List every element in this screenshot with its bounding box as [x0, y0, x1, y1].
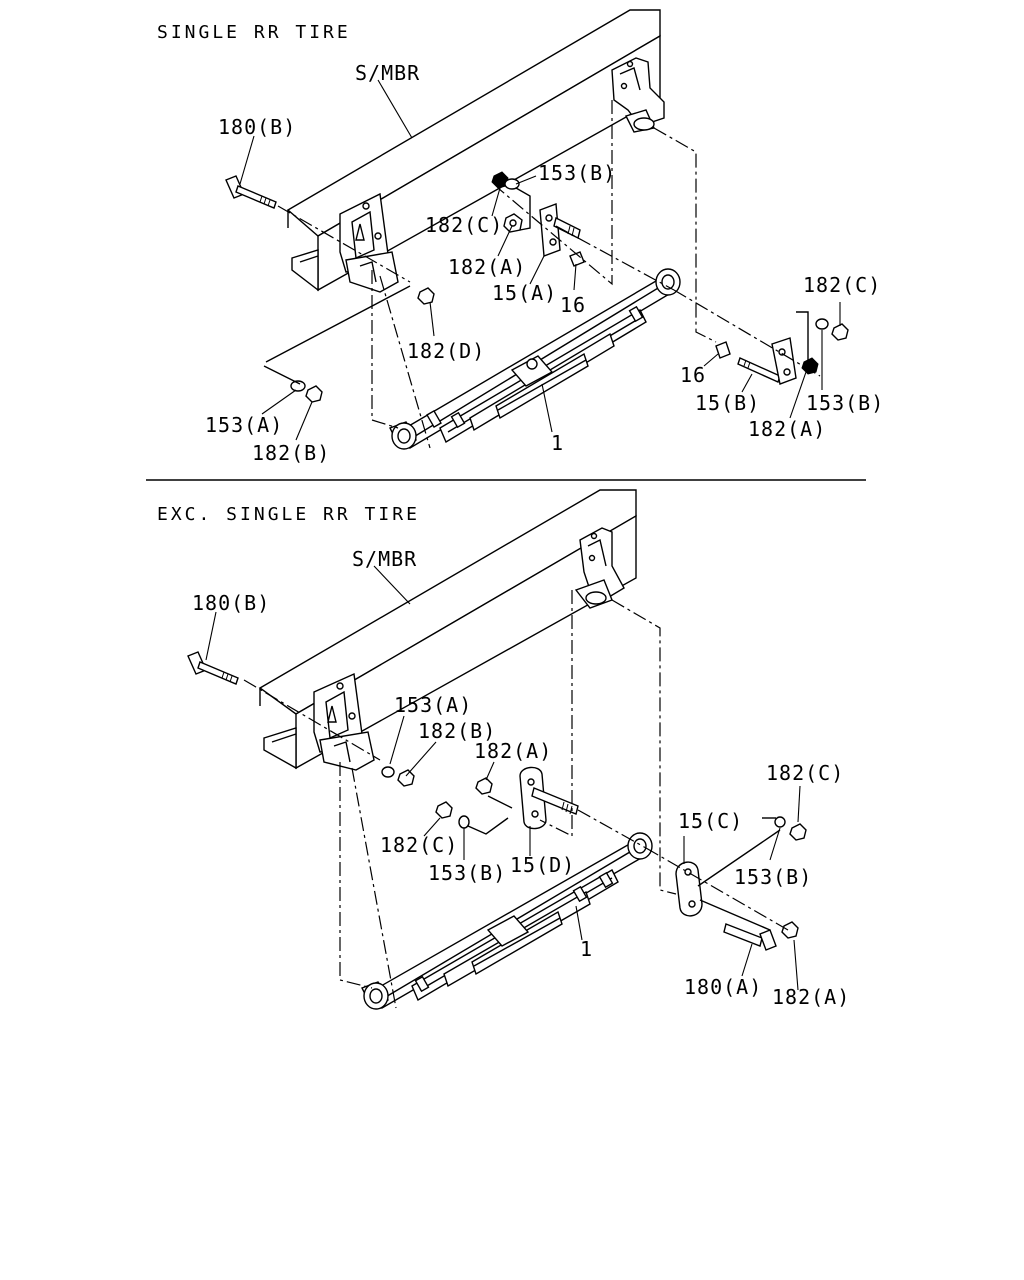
- leaf-spring: [389, 268, 681, 450]
- label-153b-top: 153(B): [538, 161, 616, 185]
- label-182b: 182(B): [252, 441, 330, 465]
- label-182c-left: 182(C): [380, 833, 458, 857]
- label-15d: 15(D): [510, 853, 575, 877]
- side-member: [286, 9, 661, 292]
- nut-182a-top: [503, 213, 523, 233]
- label-180b: 180(B): [192, 591, 270, 615]
- washer-153b-left: [458, 815, 470, 829]
- bolt-180a: [723, 923, 777, 951]
- bolt-180b: [187, 651, 239, 685]
- nut-182a-right: [781, 921, 799, 939]
- label-182c-left: 182(C): [425, 213, 503, 237]
- label-182a-left: 182(A): [448, 255, 526, 279]
- label-15b: 15(B): [695, 391, 760, 415]
- section-single-rr-tire: SINGLE RR TIRE: [157, 9, 884, 465]
- label-153b-right: 153(B): [806, 391, 884, 415]
- alignment-lines: [243, 590, 789, 1009]
- label-180b: 180(B): [218, 115, 296, 139]
- nut-182b: [305, 385, 323, 403]
- label-182a-left: 182(A): [474, 739, 552, 763]
- washer-153b-right: [774, 816, 786, 828]
- washer-153b-right: [815, 318, 829, 330]
- nut-182a-right: [801, 357, 819, 375]
- pin-16-right: [715, 341, 731, 359]
- shackle-15a: [539, 203, 581, 257]
- bolt-180b: [225, 175, 277, 209]
- front-hanger-bracket: [339, 192, 399, 293]
- pin-16-top: [569, 251, 585, 267]
- shackle-15c: [675, 861, 703, 917]
- label-153a: 153(A): [205, 413, 283, 437]
- label-153b-right: 153(B): [734, 865, 812, 889]
- label-smbr: S/MBR: [355, 61, 420, 85]
- label-spring-1: 1: [551, 431, 564, 455]
- label-16-left: 16: [560, 293, 586, 317]
- label-153a: 153(A): [394, 693, 472, 717]
- leader-lines: [205, 565, 801, 991]
- label-15c: 15(C): [678, 809, 743, 833]
- bolt-15b: [737, 357, 781, 383]
- label-182c-right: 182(C): [766, 761, 844, 785]
- label-180a: 180(A): [684, 975, 762, 999]
- nut-182a-left: [475, 777, 493, 795]
- nut-182c-right: [831, 323, 849, 341]
- washer-153a: [290, 380, 306, 392]
- shackle-15b: [771, 337, 797, 385]
- shackle-15d: [519, 766, 579, 830]
- washer-153b-top: [504, 178, 520, 190]
- label-182a-right: 182(A): [748, 417, 826, 441]
- nut-182b: [397, 769, 415, 787]
- label-182d: 182(D): [407, 339, 485, 363]
- nut-182c-left: [435, 801, 453, 819]
- rear-hanger-bracket: [574, 527, 625, 609]
- label-153b-left: 153(B): [428, 861, 506, 885]
- section-title: EXC. SINGLE RR TIRE: [157, 504, 420, 525]
- label-182a-right: 182(A): [772, 985, 850, 1009]
- washer-153a: [381, 766, 395, 778]
- nut-182d: [417, 287, 435, 305]
- section-exc-single-rr-tire: EXC. SINGLE RR TIRE: [157, 489, 850, 1010]
- front-hanger-bracket: [313, 672, 375, 771]
- label-182b: 182(B): [418, 719, 496, 743]
- label-15a: 15(A): [492, 281, 557, 305]
- label-spring-1: 1: [580, 937, 593, 961]
- side-member: [258, 489, 637, 770]
- rear-hanger-bracket: [611, 57, 665, 133]
- leader-lines: [239, 79, 841, 441]
- label-16-right: 16: [680, 363, 706, 387]
- leaf-spring: [361, 832, 653, 1010]
- alignment-lines: [263, 100, 821, 449]
- section-title: SINGLE RR TIRE: [157, 22, 351, 43]
- nut-182c-right: [789, 823, 807, 841]
- label-smbr: S/MBR: [352, 547, 417, 571]
- label-182c-right: 182(C): [803, 273, 881, 297]
